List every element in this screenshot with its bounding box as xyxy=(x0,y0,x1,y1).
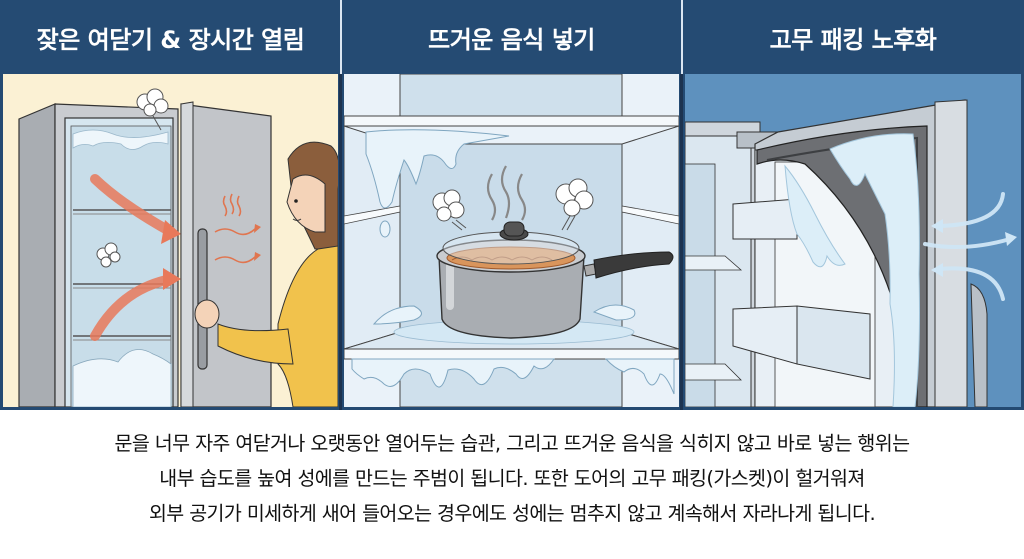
illustration-panels: 잦은 여닫기 & 장시간 열림 xyxy=(0,0,1024,410)
caption-line: 문을 너무 자주 여닫거나 오랫동안 열어두는 습관, 그리고 뜨거운 음식을 … xyxy=(114,432,911,455)
panel-title: 고무 패킹 노후화 xyxy=(682,0,1024,74)
hot-pot-in-fridge-icon xyxy=(344,74,679,407)
caption-text: 문을 너무 자주 여닫거나 오랫동안 열어두는 습관, 그리고 뜨거운 음식을 … xyxy=(0,418,1024,559)
panel-divider xyxy=(681,0,683,74)
worn-door-gasket-icon xyxy=(685,74,1021,407)
open-freezer-woman-warm-air-icon xyxy=(3,74,338,407)
panel-divider xyxy=(340,0,342,74)
panel-frequent-opening: 잦은 여닫기 & 장시간 열림 xyxy=(0,0,341,410)
panel-hot-food: 뜨거운 음식 넣기 xyxy=(341,0,682,410)
panel-divider xyxy=(339,74,342,410)
caption-line: 외부 공기가 미세하게 새어 들어오는 경우에도 성에는 멈추지 않고 계속해서… xyxy=(148,502,876,525)
panel-divider xyxy=(680,74,683,410)
panel-title: 잦은 여닫기 & 장시간 열림 xyxy=(0,0,341,74)
panel-title: 뜨거운 음식 넣기 xyxy=(341,0,682,74)
caption-line: 내부 습도를 높여 성에를 만드는 주범이 됩니다. 또한 도어의 고무 패킹(… xyxy=(159,467,865,490)
panel-gasket-aging: 고무 패킹 노후화 xyxy=(682,0,1024,410)
